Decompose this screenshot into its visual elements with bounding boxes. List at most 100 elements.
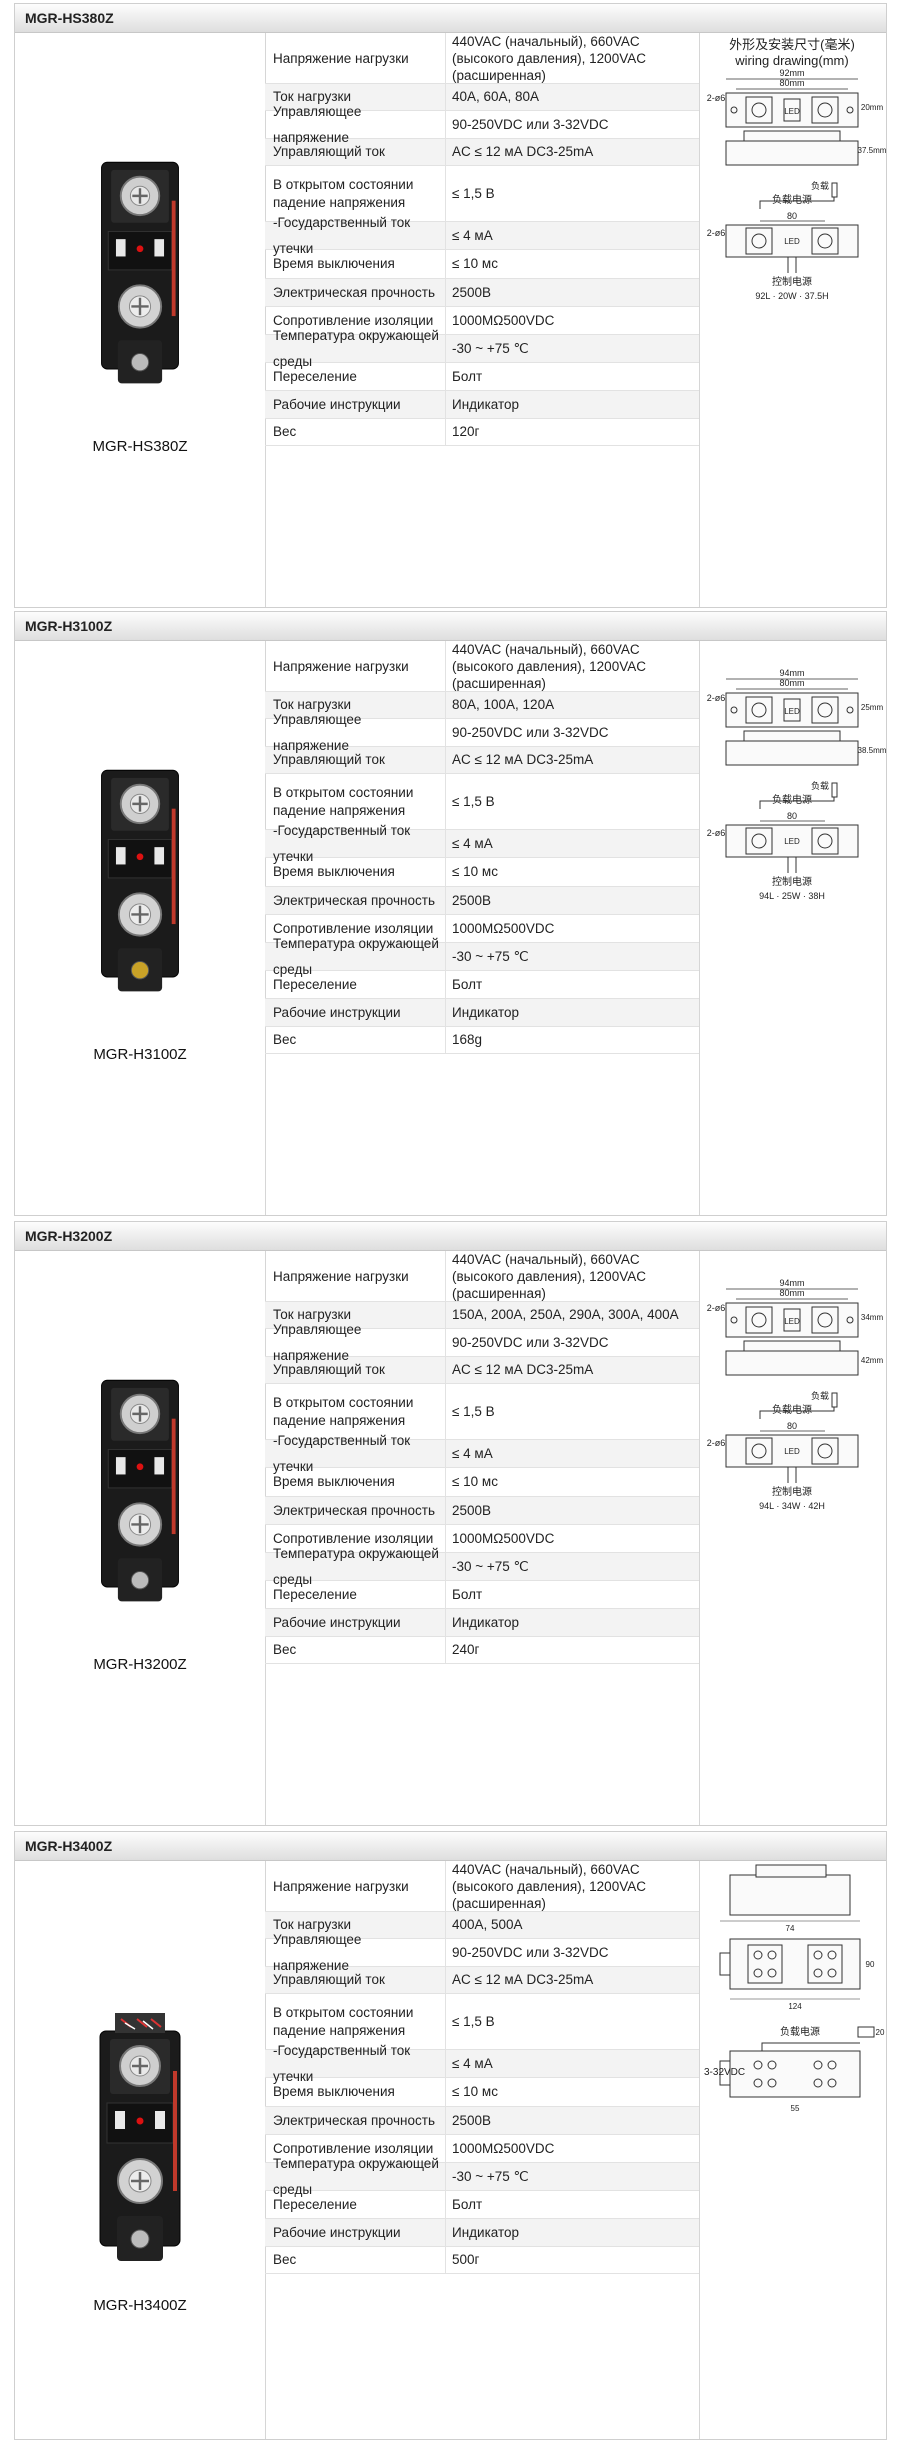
hole-label-2: 2-ø6 (707, 1438, 726, 1448)
spec-value: 1000MΩ500VDC (452, 2140, 555, 2156)
outer-dim-label: 94mm (779, 668, 804, 678)
depth-dim-label: 42mm (861, 1356, 884, 1365)
spec-label: Управляющий ток (265, 1357, 446, 1383)
spec-value: ≤ 10 мс (452, 1474, 498, 1489)
spec-label: Электрическая прочность (265, 2107, 446, 2134)
spec-label: Время выключения (265, 250, 446, 278)
spec-value: AC ≤ 12 мА DC3-25mA (452, 1972, 594, 1987)
spec-row: Температура окружающей среды -30 ~ +75 ℃ (265, 328, 699, 369)
spec-value: Болт (452, 1586, 483, 1602)
product-caption: MGR-H3400Z (93, 2297, 187, 2314)
spec-row: В открытом состоянии падение напряжения≤… (265, 1994, 699, 2050)
spec-label: Вес (265, 2247, 446, 2273)
spec-value: ≤ 10 мс (452, 256, 498, 271)
led-label-2: LED (784, 1447, 800, 1456)
spec-label: Ток нагрузки (265, 1912, 446, 1938)
spec-label: Вес (265, 419, 446, 445)
spec-label: Напряжение нагрузки (265, 641, 446, 691)
spec-row: Время выключения ≤ 10 мс (265, 858, 699, 887)
spec-label: Сопротивление изоляции (265, 307, 446, 334)
spec-row: Управляющий ток AC ≤ 12 мА DC3-25mA (265, 1967, 699, 1994)
spec-label: Напряжение нагрузки (265, 33, 446, 83)
spec-label: В открытом состоянии падение напряжения (265, 166, 446, 221)
spec-value: AC ≤ 12 мА DC3-25mA (452, 1362, 594, 1377)
spec-value: ≤ 10 мс (452, 864, 498, 879)
spec-label: Рабочие инструкции (265, 2219, 446, 2246)
wiring-drawing-svg: 94mm80mmLED2-ø625mm38.5mm负载负载电源80LED2-ø6… (707, 668, 886, 901)
spec-row: Вес 240г (265, 1637, 699, 1664)
spec-value: ≤ 1,5 В (452, 1403, 495, 1419)
spec-label: Переселение (265, 1581, 446, 1608)
spec-value: Болт (452, 2196, 483, 2212)
model-header: MGR-HS380Z (15, 4, 886, 33)
spec-value: -30 ~ +75 ℃ (452, 948, 529, 964)
spec-value: 440VAC (начальный), 660VAC (высокого дав… (452, 33, 646, 83)
mid-dim-label: 80 (787, 1421, 797, 1431)
control-source-label: 控制电源 (772, 875, 812, 888)
spec-value: -30 ~ +75 ℃ (452, 1558, 529, 1574)
spec-row: В открытом состоянии падение напряжения≤… (265, 774, 699, 830)
control-source-label: 控制电源 (772, 1485, 812, 1498)
led-label-2: LED (784, 237, 800, 246)
hole-label: 2-ø6 (707, 693, 726, 703)
spec-value: 440VAC (начальный), 660VAC (высокого дав… (452, 1251, 646, 1301)
spec-label: Температура окружающей среды (265, 328, 446, 369)
spec-value: ≤ 4 мА (452, 2055, 493, 2071)
dim-c-label: 90 (866, 1960, 875, 1969)
spec-label: Переселение (265, 363, 446, 390)
spec-value: 240г (452, 1642, 480, 1657)
spec-row: Время выключения≤ 10 мс (265, 2078, 699, 2107)
product-photo (85, 1361, 195, 1616)
spec-value: Болт (452, 368, 483, 384)
spec-label: Вес (265, 1637, 446, 1663)
spec-row: -Государственный ток утечки≤ 4 мА (265, 2043, 699, 2084)
spec-value: Болт (452, 976, 483, 992)
size-summary-label: 92L · 20W · 37.5H (755, 291, 828, 301)
spec-label: Управляющий ток (265, 1967, 446, 1993)
height-dim-label: 20mm (861, 103, 884, 112)
dim-a-label: 74 (786, 1924, 795, 1933)
led-label: LED (784, 707, 800, 716)
size-summary-label: 94L · 34W · 42H (759, 1501, 825, 1511)
spec-value: 90-250VDC или 3-32VDC (452, 724, 609, 740)
dim-d-label: 20 (876, 2028, 885, 2037)
product-caption: MGR-HS380Z (92, 438, 188, 455)
mid-dim-label: 80 (787, 211, 797, 221)
spec-label: Время выключения (265, 858, 446, 886)
spec-label: В открытом состоянии падение напряжения (265, 1994, 446, 2049)
model-header: MGR-H3200Z (15, 1222, 886, 1251)
control-voltage-label: 3-32VDC (704, 2067, 745, 2078)
load-source-label: 负载电源 (780, 2025, 820, 2038)
spec-row: Переселение Болт (265, 1581, 699, 1609)
spec-label: -Государственный ток утечки (265, 823, 446, 864)
spec-value: -30 ~ +75 ℃ (452, 340, 529, 356)
load-source-label: 负载电源 (772, 793, 812, 806)
load-label-cn: 负载 (811, 780, 829, 791)
spec-label: Рабочие инструкции (265, 391, 446, 418)
spec-value: Индикатор (452, 396, 520, 412)
inner-dim-label: 80mm (779, 1288, 804, 1298)
product-photo (85, 143, 195, 398)
led-label: LED (784, 1317, 800, 1326)
spec-label: -Государственный ток утечки (265, 1433, 446, 1474)
hole-label: 2-ø6 (707, 93, 726, 103)
spec-row: Температура окружающей среды-30 ~ +75 ℃ (265, 2156, 699, 2197)
spec-label: Управляющее напряжение (265, 104, 446, 145)
